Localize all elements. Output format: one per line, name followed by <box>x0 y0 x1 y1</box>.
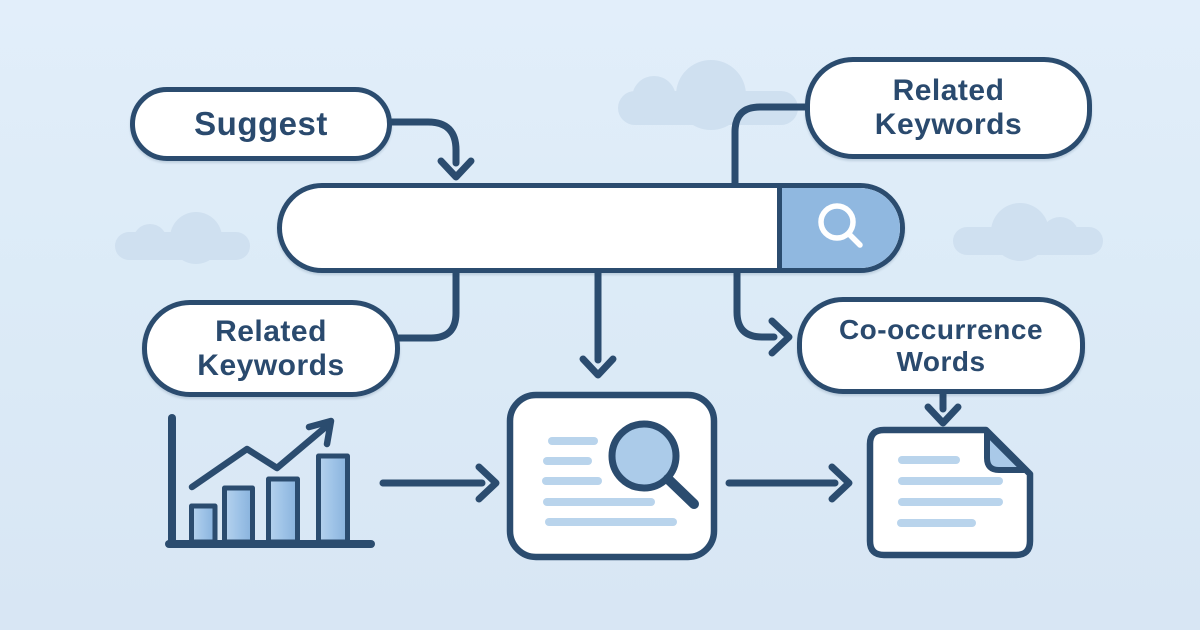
arrowhead-down-icon <box>437 157 475 181</box>
arrowhead-down-icon <box>924 403 962 427</box>
pill-label-line: Related <box>892 74 1005 108</box>
search-input[interactable] <box>277 183 905 273</box>
pill-suggest-label: Suggest <box>194 104 328 142</box>
pill-label-line: Words <box>896 345 986 377</box>
cloud-shape <box>1041 217 1079 255</box>
bar-4 <box>316 453 350 545</box>
bar-chart-trend-icon <box>165 414 375 548</box>
doc-text-line <box>898 456 960 464</box>
magnifier-glass-icon <box>608 420 680 492</box>
search-button[interactable] <box>777 188 900 268</box>
cloud-left <box>115 212 250 264</box>
pill-suggest: Suggest <box>130 87 392 161</box>
bar-1 <box>189 503 218 545</box>
pill-related-keywords-left: Related Keywords <box>142 300 400 397</box>
doc-text-line <box>898 498 1003 506</box>
doc-text-line <box>543 498 655 506</box>
magnifier-icon <box>818 203 863 248</box>
doc-text-line <box>548 437 598 445</box>
trend-line <box>188 421 332 491</box>
line-search-to-relatedleft <box>393 265 460 342</box>
trend-arrowhead-icon <box>305 417 335 448</box>
arrow-suggest-to-search <box>388 118 460 167</box>
cloud-shape <box>632 76 676 120</box>
doc-text-line <box>898 477 1003 485</box>
cloud-top <box>618 60 798 130</box>
document-icon <box>866 426 1034 559</box>
doc-text-line <box>542 477 602 485</box>
cloud-shape <box>170 212 222 264</box>
doc-text-line <box>545 518 677 526</box>
pill-label-line: Related <box>215 314 327 348</box>
line-relatedtop-to-search <box>731 103 811 190</box>
pill-label-line: Co-occurrence <box>838 314 1044 346</box>
cloud-shape <box>991 203 1049 261</box>
document-fold-corner <box>984 430 1027 473</box>
pill-label-line: Keywords <box>874 108 1023 141</box>
magnifier-handle-icon <box>663 474 699 509</box>
arrow-search-to-cooccurrence <box>733 265 778 341</box>
cloud-shape <box>133 224 167 258</box>
pill-label-line: Keywords <box>197 348 345 382</box>
arrowhead-down-icon <box>579 355 617 379</box>
doc-text-line <box>897 519 976 527</box>
doc-text-line <box>543 457 592 465</box>
bar-3 <box>266 476 300 545</box>
document-search-icon <box>506 391 718 561</box>
pill-related-keywords-top: Related Keywords <box>805 57 1092 159</box>
pill-co-occurrence-words: Co-occurrence Words <box>797 297 1085 394</box>
arrowhead-right-icon <box>768 317 793 357</box>
bar-2 <box>222 485 255 545</box>
arrowhead-right-icon <box>475 463 500 503</box>
cloud-right <box>953 203 1103 261</box>
arrowhead-right-icon <box>828 463 853 503</box>
document-search-card <box>506 391 718 561</box>
